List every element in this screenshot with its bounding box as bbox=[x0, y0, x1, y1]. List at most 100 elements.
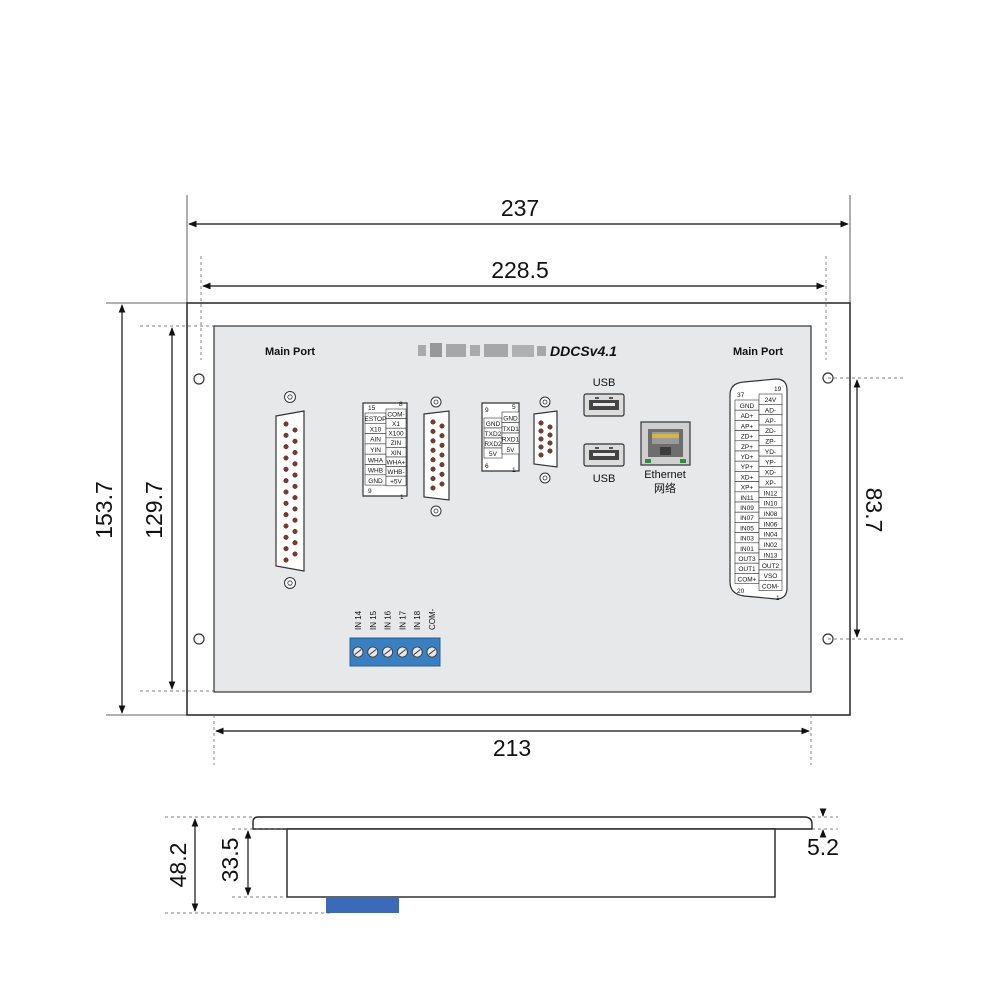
db25-pins bbox=[283, 421, 298, 563]
dimension-hole-spacing: 83.7 bbox=[828, 377, 905, 640]
db9-right-pin-label: 5V bbox=[507, 447, 516, 454]
flange-value: 5.2 bbox=[807, 834, 839, 860]
panel-width-value: 213 bbox=[493, 735, 531, 761]
db25-pin bbox=[292, 427, 298, 433]
db15-left-pin-label: WHA bbox=[368, 457, 384, 464]
db15-pins bbox=[430, 419, 445, 491]
db25-pin bbox=[292, 506, 298, 512]
db25-pin bbox=[283, 523, 289, 529]
db37-pin-cells: GNDAD+AP+ZD+ZP+YD+YP+XD+XP+IN11IN09IN07I… bbox=[734, 393, 783, 591]
db9-left-pin-label: 5V bbox=[489, 451, 498, 458]
db37-left-pin-label: IN11 bbox=[740, 495, 754, 502]
db15-pin bbox=[430, 466, 436, 472]
db9-pin bbox=[538, 420, 544, 426]
db9-left-pin-label: RXD2 bbox=[484, 441, 502, 448]
db25-pin bbox=[283, 512, 289, 518]
db25-pin bbox=[283, 546, 289, 552]
db37-left-pin-label: XP+ bbox=[741, 485, 754, 492]
ethernet-cn-label: 网络 bbox=[654, 481, 676, 495]
db37-left-pin-label: IN07 bbox=[740, 515, 754, 522]
db9-pin bbox=[538, 436, 544, 442]
db25-pin bbox=[292, 551, 298, 557]
outer-height-value: 153.7 bbox=[91, 481, 117, 539]
terminal-screws bbox=[352, 646, 438, 658]
side-view bbox=[252, 816, 813, 913]
db37-left-pin-label: ZD+ bbox=[741, 434, 754, 441]
db9-num-top-right: 5 bbox=[512, 404, 516, 411]
db25-pin bbox=[283, 455, 289, 461]
db15-left-pin-label: AIN bbox=[370, 437, 381, 444]
mounting-hole-bottom-left bbox=[193, 633, 205, 645]
db37-left-pin-label: YD+ bbox=[741, 454, 754, 461]
dimension-body-depth: 33.5 bbox=[217, 828, 287, 898]
db15-left-pin-label: YIN bbox=[370, 447, 381, 454]
db25-pin bbox=[292, 450, 298, 456]
db25-pin bbox=[292, 540, 298, 546]
db9-pin bbox=[547, 448, 553, 454]
db25-pin bbox=[292, 517, 298, 523]
db15-num-bottom-left: 9 bbox=[368, 488, 372, 495]
db37-right-pin-label: IN02 bbox=[764, 542, 778, 549]
db37-left-pin-label: OUT1 bbox=[738, 566, 756, 573]
db37-left-pin-label: IN03 bbox=[740, 536, 754, 543]
ethernet-label: Ethernet bbox=[644, 469, 686, 481]
main-port-right-label: Main Port bbox=[733, 346, 783, 358]
terminal-screw-slot bbox=[428, 649, 436, 655]
ethernet-port bbox=[640, 421, 691, 466]
db9-left-pin-label: GND bbox=[486, 421, 501, 428]
db15-pin bbox=[439, 452, 445, 458]
db9-right-pin-cell bbox=[501, 443, 520, 455]
db9-pins bbox=[538, 420, 553, 458]
db25-pin bbox=[292, 495, 298, 501]
db15-right-pin-label: +5V bbox=[390, 479, 402, 486]
db15-num-bottom-right: 1 bbox=[400, 494, 404, 501]
db37-left-pin-label: COM+ bbox=[738, 576, 757, 583]
db15-pinout: 15 8 9 1 ESTOPX10AINYINWHAWHBGNDCOM-X1X1… bbox=[362, 401, 408, 501]
terminal-label: IN 18 bbox=[413, 610, 422, 630]
db15-right-pin-label: X1 bbox=[392, 421, 400, 428]
db37-right-pin-label: IN08 bbox=[764, 511, 778, 518]
db15-right-pin-label: X100 bbox=[388, 431, 404, 438]
side-flange bbox=[252, 816, 813, 830]
db15-num-top-left: 15 bbox=[368, 405, 376, 412]
front-panel bbox=[213, 325, 812, 693]
usb-port-top bbox=[583, 393, 625, 417]
db37-num-top-right: 19 bbox=[774, 386, 782, 393]
db15-pin bbox=[430, 485, 436, 491]
db15-right-pin-label: ZIN bbox=[391, 440, 402, 447]
db37-right-pin-label: XD- bbox=[765, 470, 776, 477]
db25-pin bbox=[283, 500, 289, 506]
db9-pin bbox=[547, 432, 553, 438]
usb-bottom-label: USB bbox=[593, 473, 616, 485]
mounting-hole-top-left bbox=[193, 373, 205, 385]
db37-left-pin-label: XD+ bbox=[741, 474, 754, 481]
db37-right-pin-label: ZP- bbox=[765, 439, 775, 446]
db37-right-pin-label: IN06 bbox=[764, 521, 778, 528]
db15-right-pin-label: WHB- bbox=[387, 469, 404, 476]
terminal-screw-slot bbox=[413, 649, 421, 655]
usb-port-bottom bbox=[583, 443, 625, 467]
db37-right-pin-label: AP- bbox=[765, 418, 776, 425]
db25-connector bbox=[275, 391, 305, 589]
db9-right-pin-label: GND bbox=[503, 415, 518, 422]
db25-pin bbox=[283, 489, 289, 495]
hole-spacing-value: 83.7 bbox=[861, 488, 887, 533]
db37-right-pin-label: IN12 bbox=[764, 490, 778, 497]
db15-pin bbox=[430, 438, 436, 444]
db25-pin bbox=[283, 534, 289, 540]
db9-right-pin-label: TXD1 bbox=[502, 426, 519, 433]
db37-left-pin-label: AP+ bbox=[741, 423, 754, 430]
db25-pin bbox=[292, 528, 298, 534]
db15-left-pin-label: GND bbox=[368, 478, 383, 485]
db37-left-pin-label: ZP+ bbox=[741, 444, 753, 451]
db15-pin bbox=[430, 457, 436, 463]
db15-pin bbox=[439, 481, 445, 487]
db37-left-pin-label: IN09 bbox=[740, 505, 754, 512]
dimension-outer-width: 237 bbox=[186, 195, 851, 303]
db15-pin bbox=[439, 471, 445, 477]
dimension-panel-width: 213 bbox=[213, 715, 812, 765]
terminal-label: IN 16 bbox=[384, 610, 393, 630]
terminal-screw-slot bbox=[384, 649, 392, 655]
